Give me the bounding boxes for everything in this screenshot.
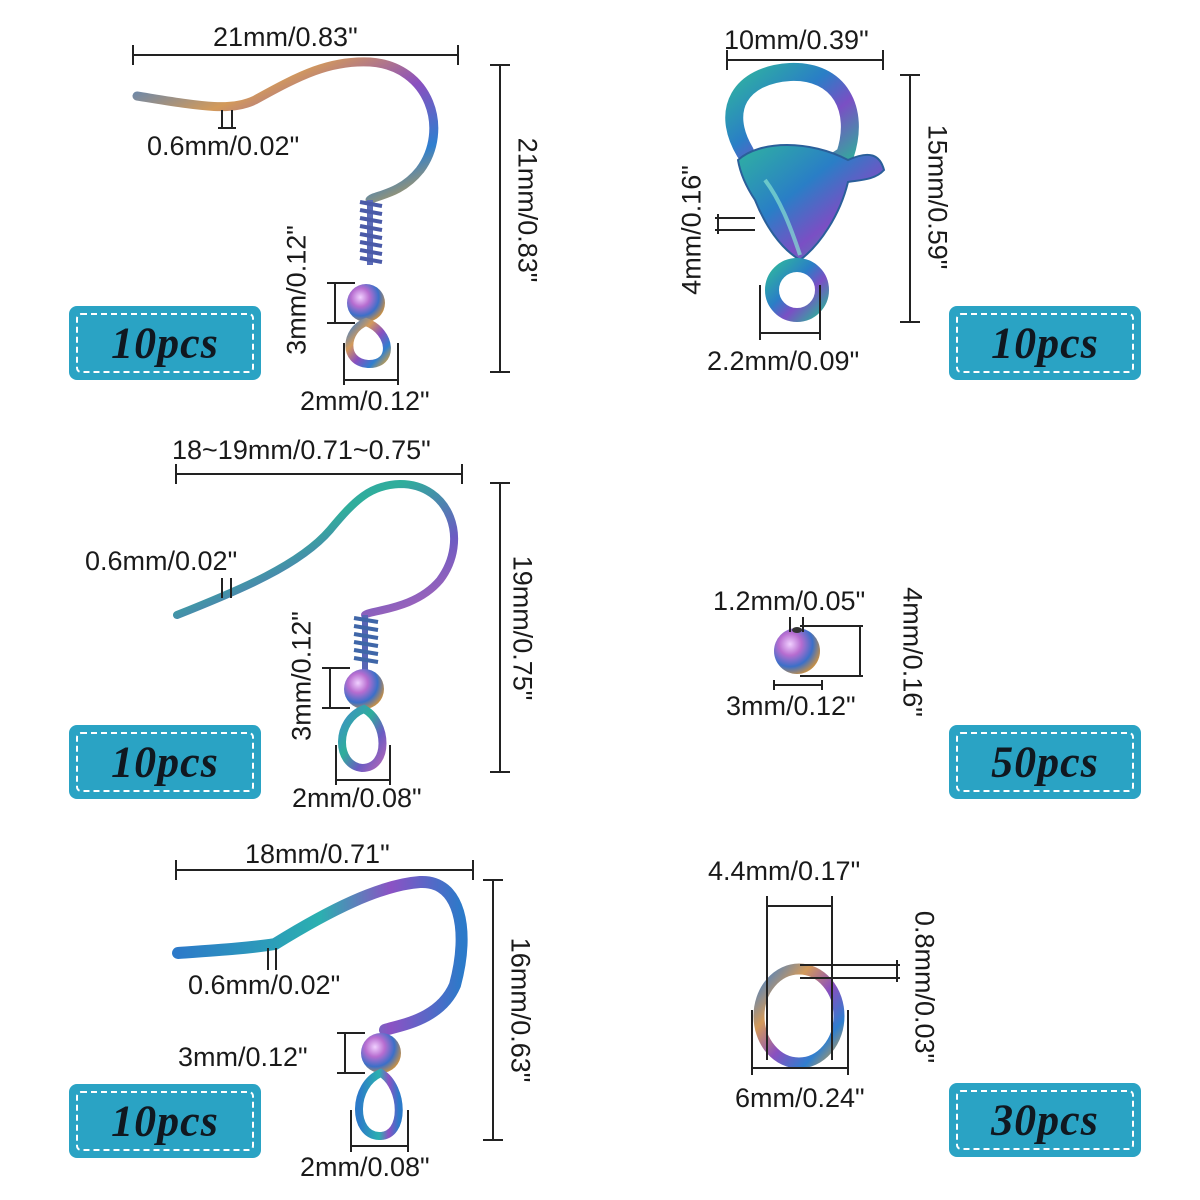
jump-ring-illustration <box>753 963 845 1069</box>
ring-quantity: 30pcs <box>991 1095 1099 1145</box>
clasp-quantity-badge: 10pcs <box>949 306 1141 380</box>
bead-dimension-lines <box>773 617 863 690</box>
ring-outer-label: 6mm/0.24" <box>735 1083 865 1113</box>
hook2-quantity-badge: 10pcs <box>69 725 261 799</box>
earring-hook-1-illustration <box>132 57 439 369</box>
hook2-width-label: 18~19mm/0.71~0.75" <box>172 435 431 465</box>
bead-illustration <box>774 627 820 674</box>
hook2-wire-label: 0.6mm/0.02" <box>85 546 238 576</box>
ring-inner-label: 4.4mm/0.17" <box>708 856 861 886</box>
hook3-wire-label: 0.6mm/0.02" <box>188 970 341 1000</box>
hook1-quantity: 10pcs <box>111 318 219 368</box>
hook2-ball-label: 3mm/0.12" <box>286 611 317 741</box>
earring-hook-2-illustration <box>173 479 459 773</box>
hook3-quantity-badge: 10pcs <box>69 1084 261 1158</box>
earring-hook-3-dimension-lines <box>175 860 503 1152</box>
clasp-quantity: 10pcs <box>991 318 1099 368</box>
hook2-quantity: 10pcs <box>111 737 219 787</box>
hook1-wire-label: 0.6mm/0.02" <box>147 131 300 161</box>
lobster-clasp-dimension-lines <box>715 50 920 340</box>
earring-hook-1-dimension-lines <box>132 45 510 385</box>
hook1-quantity-badge: 10pcs <box>69 306 261 380</box>
bead-diameter-label: 3mm/0.12" <box>726 691 856 721</box>
hook3-loop-label: 2mm/0.08" <box>300 1152 430 1182</box>
earring-hook-3-illustration <box>172 876 468 1141</box>
bead-quantity: 50pcs <box>991 737 1099 787</box>
ring-wire-label: 0.8mm/0.03" <box>909 910 940 1064</box>
ring-quantity-badge: 30pcs <box>949 1083 1141 1157</box>
clasp-width-label: 10mm/0.39" <box>724 25 869 55</box>
hook1-ball-label: 3mm/0.12" <box>281 225 312 355</box>
bead-hole-label: 1.2mm/0.05" <box>713 586 866 616</box>
hook3-width-label: 18mm/0.71" <box>245 839 390 869</box>
bead-quantity-badge: 50pcs <box>949 725 1141 799</box>
hook1-loop-label: 2mm/0.12" <box>300 386 430 416</box>
bead-height-label: 4mm/0.16" <box>897 587 928 717</box>
hook3-quantity: 10pcs <box>111 1096 219 1146</box>
hook1-width-label: 21mm/0.83" <box>213 22 358 52</box>
clasp-height-label: 15mm/0.59" <box>922 124 953 270</box>
hook3-ball-label: 3mm/0.12" <box>178 1042 308 1072</box>
hook2-loop-label: 2mm/0.08" <box>292 783 422 813</box>
hook2-height-label: 19mm/0.75" <box>507 555 538 701</box>
hook1-height-label: 21mm/0.83" <box>512 137 543 283</box>
jump-ring-dimension-lines <box>751 896 900 1075</box>
earring-hook-2-dimension-lines <box>175 464 510 785</box>
clasp-thickness-label: 4mm/0.16" <box>676 165 707 295</box>
lobster-clasp-illustration <box>725 62 886 322</box>
clasp-hole-label: 2.2mm/0.09" <box>707 346 860 376</box>
hook3-height-label: 16mm/0.63" <box>505 937 536 1083</box>
